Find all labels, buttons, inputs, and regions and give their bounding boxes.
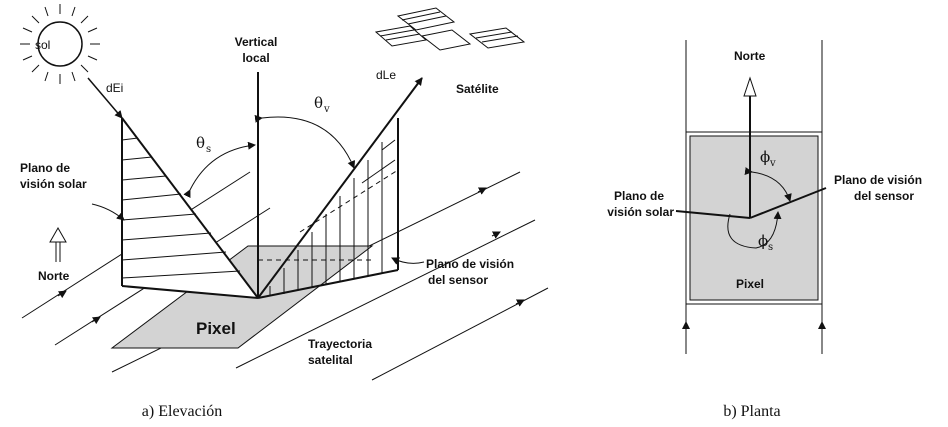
- north-label: Norte: [38, 269, 70, 283]
- phi-v-sub: v: [769, 158, 776, 169]
- plan-sensor-line: [749, 187, 827, 219]
- plan-sensor-label-1: Plano de visión: [834, 173, 922, 187]
- phi-s-arc: [727, 211, 782, 249]
- phi-v-symbol: ϕ: [760, 148, 770, 166]
- theta-v-symbol: θ: [314, 94, 323, 112]
- plan-sensor-label-2: del sensor: [854, 189, 914, 203]
- plan-panel: Norte ϕ v ϕ s Plano de visión solar Plan…: [607, 40, 922, 420]
- phi-v-arc: [744, 167, 792, 202]
- vertical-label-2: local: [242, 51, 269, 65]
- theta-v-sub: v: [323, 104, 330, 115]
- track-label-2: satelital: [308, 353, 353, 367]
- plan-solar-label-1: Plano de: [614, 189, 664, 203]
- north-arrow-icon: [49, 226, 67, 262]
- theta-s-symbol: θ: [196, 134, 205, 152]
- plan-solar-line: [675, 210, 751, 219]
- plan-pixel-label: Pixel: [736, 277, 764, 291]
- sensor-plane-label-1: Plano de visión: [426, 257, 514, 271]
- incident-ray: [87, 77, 123, 119]
- satellite-icon: [374, 7, 526, 51]
- track-label-1: Trayectoria: [308, 337, 372, 351]
- plan-solar-label-2: visión solar: [607, 205, 674, 219]
- sun-label: sol: [35, 38, 50, 52]
- elevation-panel: sol dEi Vertical local dLe Satélite θ v …: [20, 4, 549, 420]
- theta-v-arc: [254, 114, 356, 169]
- vertical-label-1: Vertical: [235, 35, 278, 49]
- reflected-ray-label: dLe: [376, 68, 396, 82]
- phi-s-symbol: ϕ: [758, 232, 768, 250]
- solar-plane-label-2: visión solar: [20, 177, 87, 191]
- incident-ray-label: dEi: [106, 81, 123, 95]
- satellite-label: Satélite: [456, 82, 499, 96]
- theta-s-sub: s: [206, 144, 211, 155]
- phi-s-sub: s: [768, 242, 773, 253]
- sensor-plane: [257, 118, 399, 299]
- plan-caption: b) Planta: [723, 403, 780, 420]
- sensor-plane-label-2: del sensor: [428, 273, 488, 287]
- elevation-caption: a) Elevación: [142, 403, 222, 420]
- theta-s-arc: [183, 141, 256, 199]
- reflected-ray: [257, 77, 423, 299]
- sun-icon: [20, 4, 100, 84]
- pixel-label: Pixel: [196, 319, 236, 338]
- plan-north-label: Norte: [734, 49, 766, 63]
- solar-plane-label-1: Plano de: [20, 161, 70, 175]
